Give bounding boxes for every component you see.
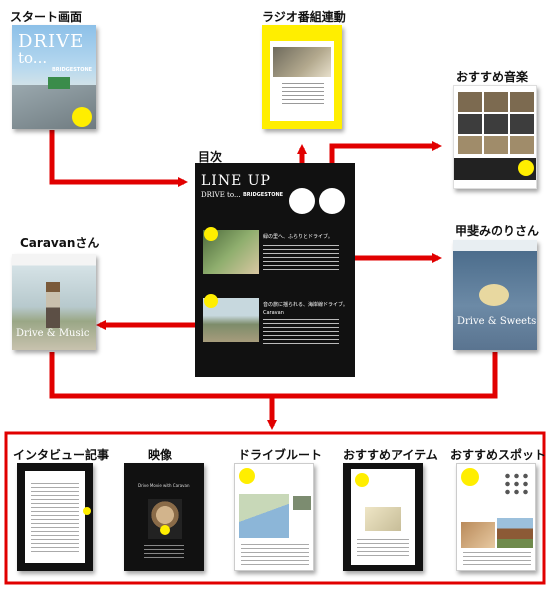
route-page-thumbnail [234, 463, 314, 571]
toc-subtitle: DRIVE to... [201, 191, 241, 199]
caravan-cover-title: Drive & Music [16, 328, 90, 339]
toc-music-circle [319, 188, 345, 214]
music-yellow-badge [518, 160, 534, 176]
start-sign-graphic [48, 77, 70, 89]
label-interview: インタビュー記事 [13, 448, 110, 462]
toc-title: LINE UP [201, 173, 271, 189]
interview-yellow-badge [83, 507, 91, 515]
music-page-thumbnail [453, 85, 537, 189]
label-item: おすすめアイテム [343, 448, 438, 462]
start-brand: BRIDGESTONE [52, 67, 93, 73]
spot-icon-grid [503, 472, 531, 496]
arrow-caravan-down [49, 352, 272, 399]
route-yellow-badge [239, 468, 255, 484]
video-page-thumbnail: Drive Movie with Caravan [124, 463, 204, 571]
spot-page-thumbnail [456, 463, 536, 571]
label-music: おすすめ音楽 [456, 70, 529, 84]
label-caravan: Caravanさん [20, 236, 100, 250]
item-page-thumbnail [343, 463, 423, 571]
spot-yellow-badge [461, 468, 479, 486]
album-grid [458, 92, 534, 154]
caravan-person-graphic [46, 282, 60, 328]
spot-photo-1 [461, 522, 495, 548]
start-screen-thumbnail: DRIVE to... BRIDGESTONE [12, 25, 96, 129]
route-map-photo [293, 496, 311, 510]
toc-list-2 [263, 319, 339, 345]
interview-page-thumbnail [17, 463, 93, 571]
label-toc: 目次 [198, 150, 223, 164]
arrow-start-to-toc [49, 130, 188, 187]
start-subtitle: to... [18, 49, 48, 67]
arrow-kai-down [272, 352, 498, 399]
video-yellow-badge [160, 525, 170, 535]
kai-cover-thumbnail: Drive & Sweets [453, 240, 537, 350]
caravan-cover-thumbnail: Drive & Music [12, 254, 96, 350]
route-text-block [241, 544, 309, 566]
kai-object-graphic [479, 284, 509, 306]
item-yellow-badge [355, 473, 369, 487]
label-start: スタート画面 [10, 10, 83, 24]
music-dark-band [454, 158, 536, 180]
item-product-photo [365, 507, 401, 531]
toc-kai-yellow-badge [204, 227, 218, 241]
toc-list-1 [263, 245, 339, 271]
route-map [239, 494, 289, 538]
toc-page: LINE UP DRIVE to... BRIDGESTONE 緑の里へ、ふらり… [195, 163, 355, 377]
toc-brand: BRIDGESTONE [243, 192, 284, 198]
toc-heading-2: 音の旅に揺られる、海岸線ドライブ。 [263, 302, 348, 308]
detail-group-frame [4, 431, 546, 585]
item-text-block [357, 539, 409, 559]
toc-radio-circle [289, 188, 315, 214]
radio-text-block [282, 83, 324, 107]
radio-photo [273, 47, 331, 77]
start-title: DRIVE [18, 31, 85, 52]
video-credits-text [144, 545, 184, 561]
label-route: ドライブルート [238, 448, 323, 462]
start-yellow-badge [72, 107, 92, 127]
toc-caravan-word: Caravan [263, 310, 284, 316]
radio-page-thumbnail [262, 25, 342, 129]
toc-heading-1: 緑の里へ、ふらりとドライブ。 [263, 234, 333, 240]
label-video: 映像 [148, 448, 173, 462]
label-spot: おすすめスポット [450, 448, 547, 462]
kai-cover-title: Drive & Sweets [457, 316, 537, 327]
toc-caravan-yellow-badge [204, 294, 218, 308]
label-radio: ラジオ番組連動 [262, 10, 346, 24]
video-caption: Drive Movie with Caravan [138, 483, 190, 488]
spot-text-block [463, 552, 531, 566]
interview-text-block [31, 483, 79, 553]
label-kai: 甲斐みのりさん [455, 224, 540, 238]
spot-photo-2 [497, 518, 533, 548]
